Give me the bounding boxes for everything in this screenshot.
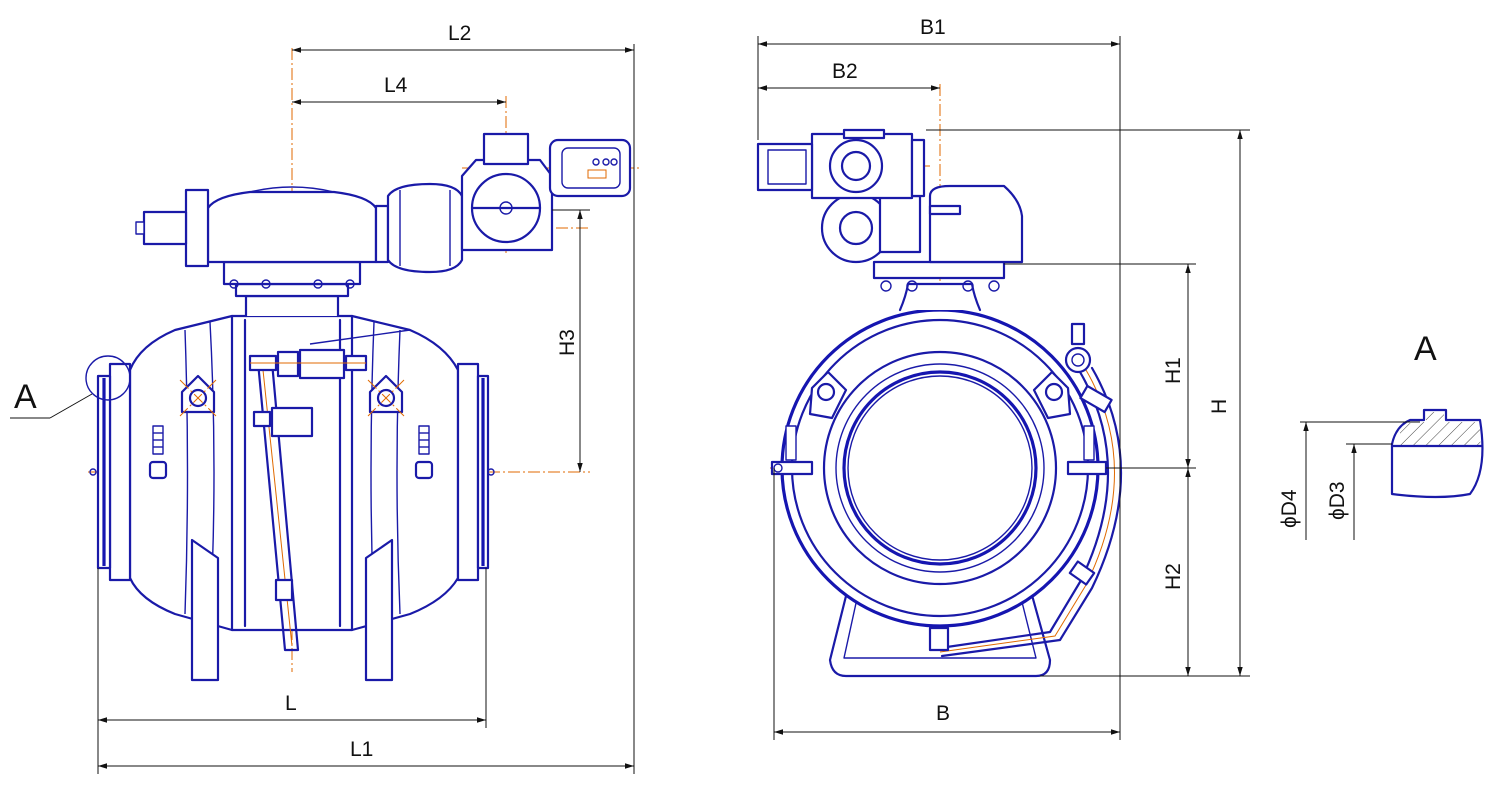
- front-right-lug: [367, 374, 405, 417]
- front-left-lug: [179, 374, 217, 417]
- gearbox-housing: [206, 190, 378, 264]
- label-L1: L1: [350, 738, 373, 761]
- side-view: B1 B2 B H H1 H2: [756, 16, 1250, 740]
- label-B: B: [936, 702, 950, 725]
- side-actuator-handwheel: [756, 142, 814, 192]
- label-H2: H2: [1162, 563, 1185, 590]
- dim-L2: L2: [292, 22, 635, 774]
- dim-B1: B1: [757, 16, 1121, 740]
- dim-H: H: [926, 129, 1250, 677]
- front-right-leg: [364, 538, 394, 682]
- side-bolts: [880, 280, 1000, 292]
- handwheel-shaft: [142, 210, 188, 246]
- side-handwheel-hub: [838, 210, 874, 246]
- label-B2: B2: [832, 60, 858, 83]
- label-L2: L2: [448, 22, 471, 45]
- side-bonnet: [898, 282, 982, 312]
- label-B1: B1: [920, 16, 946, 39]
- front-center-band: [230, 314, 354, 632]
- front-bonnet-flange: [234, 282, 350, 298]
- front-right-fitting: [414, 425, 434, 480]
- actuator-terminal: [482, 132, 530, 166]
- side-actuator-cap: [842, 128, 886, 140]
- label-L4: L4: [384, 74, 408, 97]
- handwheel-shaft-housing: [184, 188, 210, 268]
- actuator-control-box: [548, 138, 632, 198]
- left-plug: [89, 468, 97, 476]
- label-H: H: [1208, 399, 1231, 414]
- dim-H2: H2: [1162, 468, 1191, 676]
- gearbox-cover: [249, 186, 335, 193]
- right-flange: [456, 362, 480, 582]
- bypass-tag: [270, 406, 314, 438]
- front-left-leg: [190, 538, 220, 682]
- label-H1: H1: [1162, 357, 1185, 384]
- motor-reducer: [386, 182, 464, 274]
- detail-profile: [1390, 408, 1484, 499]
- detail-leader: [49, 393, 93, 419]
- detail-a-view: A ϕD4 ϕD3: [1278, 330, 1484, 540]
- label-L: L: [285, 692, 297, 715]
- dim-B: B: [773, 468, 1120, 740]
- dim-L: L: [97, 568, 487, 774]
- side-left-lug: [808, 370, 848, 420]
- detail-title: A: [1414, 330, 1437, 368]
- dim-H1: H1: [1004, 263, 1196, 469]
- bypass-lower-joint: [274, 578, 294, 602]
- front-left-fitting: [148, 425, 168, 480]
- side-gearbox-pointer: [928, 204, 962, 216]
- dim-D3: ϕD3: [1326, 443, 1392, 540]
- handwheel-shaft-end: [135, 221, 145, 235]
- dim-H3: H3: [552, 209, 590, 472]
- gearbox-base: [222, 260, 362, 286]
- front-bonnet: [244, 294, 340, 318]
- side-right-lug: [1032, 370, 1072, 420]
- label-D3: ϕD3: [1326, 481, 1349, 520]
- side-bypass-valve: [1064, 322, 1092, 374]
- side-flange-outer: [822, 350, 1058, 586]
- bypass-upper-joint: [252, 410, 272, 428]
- gearbox-bolts: [229, 279, 355, 289]
- detail-callout-circle: [85, 355, 131, 401]
- side-gearbox-housing: [928, 184, 1024, 264]
- detail-hatch: [1400, 412, 1481, 446]
- dim-B2: B2: [758, 60, 940, 91]
- side-left-fitting: [770, 425, 814, 476]
- detail-marker-label: A: [14, 378, 37, 416]
- side-bypass-bottom-joint: [928, 626, 950, 652]
- control-indicators: [587, 158, 618, 179]
- side-bypass-joint: [1068, 560, 1096, 586]
- dim-L1: L1: [98, 738, 634, 769]
- label-D4: ϕD4: [1278, 489, 1301, 528]
- right-plug: [487, 468, 495, 476]
- side-bore: [842, 370, 1038, 566]
- side-bypass-elbow: [1079, 384, 1113, 414]
- front-view: A L2 L4 H3 L L1: [10, 22, 640, 774]
- dim-L4: L4: [292, 74, 506, 105]
- side-body-outer: [780, 308, 1100, 628]
- label-H3: H3: [556, 329, 579, 356]
- bypass-valve: [248, 329, 411, 380]
- side-gearbox-base: [872, 260, 1006, 280]
- dim-D4: ϕD4: [1278, 421, 1420, 540]
- coupling: [374, 204, 390, 264]
- side-flange-raised: [835, 363, 1045, 573]
